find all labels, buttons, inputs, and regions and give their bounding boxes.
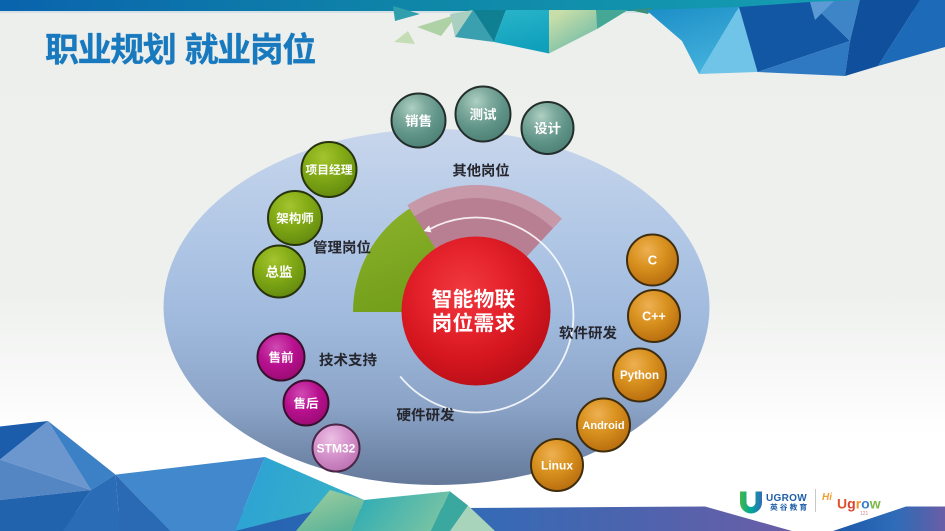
svg-text:C: C [648,253,658,268]
svg-text:Android: Android [582,420,624,432]
svg-text:Linux: Linux [541,458,573,472]
svg-text:UGROW: UGROW [766,493,807,504]
svg-text:Python: Python [620,370,659,382]
svg-text:121: 121 [860,511,869,517]
svg-text:Ugrow: Ugrow [837,496,881,512]
svg-text:Hi: Hi [822,492,832,503]
svg-text:STM32: STM32 [317,441,356,455]
svg-text:C++: C++ [642,310,666,324]
